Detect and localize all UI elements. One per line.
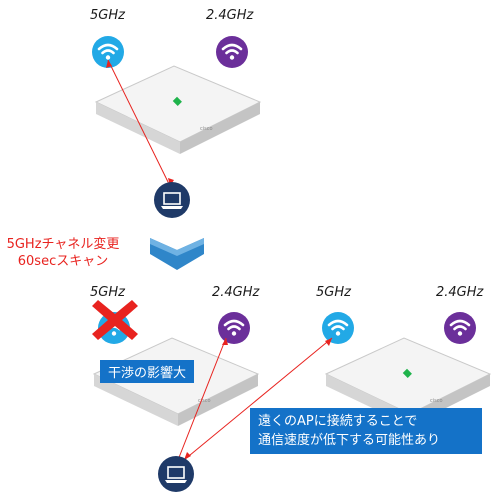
bottom-left-24ghz-wifi-icon <box>218 312 250 344</box>
transition-line-2: 60secスキャン <box>17 254 109 269</box>
top-24ghz-wifi-icon <box>216 36 248 68</box>
top-access-point: cisco <box>88 58 268 168</box>
slow-connection-note-line-1: 遠くのAPに接続することで <box>258 414 418 429</box>
bottom-right-5ghz-wifi-icon <box>322 312 354 344</box>
transition-note: 5GHzチャネル変更 60secスキャン <box>0 236 126 270</box>
top-5ghz-wifi-icon <box>92 36 124 68</box>
top-24ghz-label: 2.4GHz <box>206 8 254 23</box>
top-5ghz-label: 5GHz <box>90 8 125 23</box>
slow-connection-note-line-2: 通信速度が低下する可能性あり <box>258 433 441 448</box>
svg-text:cisco: cisco <box>200 126 213 132</box>
top-laptop-icon <box>154 182 190 218</box>
disabled-x-icon <box>90 298 140 346</box>
bottom-right-24ghz-wifi-icon <box>444 312 476 344</box>
down-chevron-icon <box>148 236 206 276</box>
interference-label: 干渉の影響大 <box>100 360 195 383</box>
bottom-right-5ghz-label: 5GHz <box>316 285 351 300</box>
svg-text:cisco: cisco <box>430 398 443 404</box>
bottom-left-5ghz-label: 5GHz <box>90 285 125 300</box>
slow-connection-note: 遠くのAPに接続することで 通信速度が低下する可能性あり <box>250 408 482 454</box>
transition-line-1: 5GHzチャネル変更 <box>6 237 120 252</box>
bottom-left-24ghz-label: 2.4GHz <box>212 285 260 300</box>
svg-text:cisco: cisco <box>198 398 211 404</box>
bottom-laptop-icon <box>158 456 194 492</box>
bottom-right-24ghz-label: 2.4GHz <box>436 285 484 300</box>
